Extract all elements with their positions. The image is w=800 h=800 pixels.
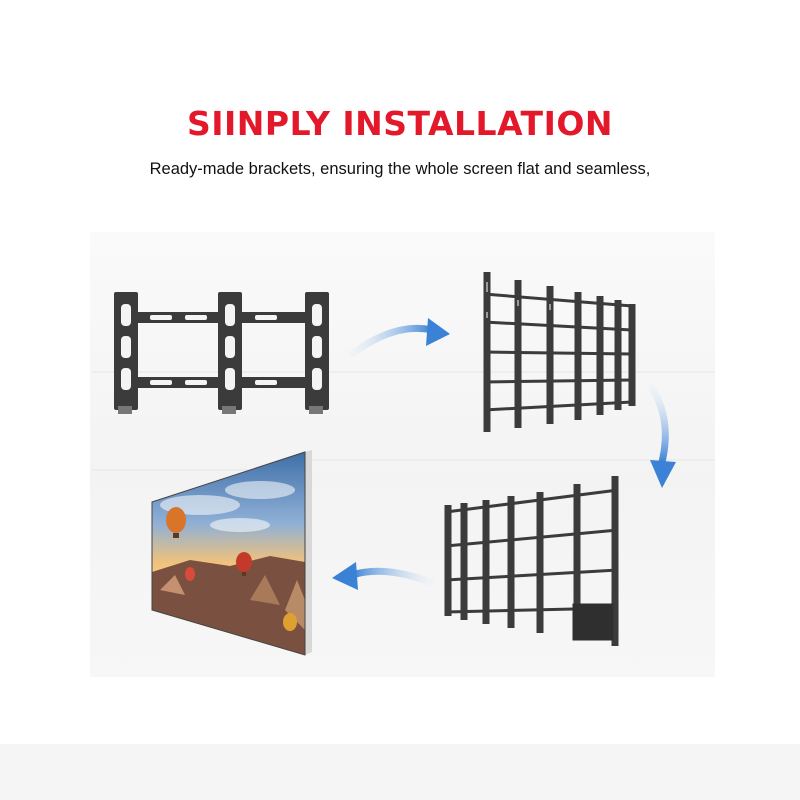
hot-air-balloon-icon: [185, 567, 195, 581]
arrow-step2-to-step3-icon: [648, 384, 676, 488]
hot-air-balloon-icon: [283, 613, 297, 631]
bracket-grid-with-control-box-icon: [444, 476, 619, 646]
hot-air-balloon-icon: [236, 552, 252, 576]
arrow-step3-to-step4-icon: [332, 562, 434, 590]
single-bracket-icon: [114, 292, 329, 414]
hot-air-balloon-icon: [166, 507, 186, 538]
footer-band: [0, 744, 800, 800]
page-title: SIINPLY INSTALLATION: [186, 104, 614, 143]
assembled-led-screen-image: [151, 450, 312, 656]
bracket-grid-icon: [483, 272, 636, 432]
page-subtitle: Ready-made brackets, ensuring the whole …: [149, 160, 651, 178]
arrow-step1-to-step2-icon: [348, 318, 450, 358]
